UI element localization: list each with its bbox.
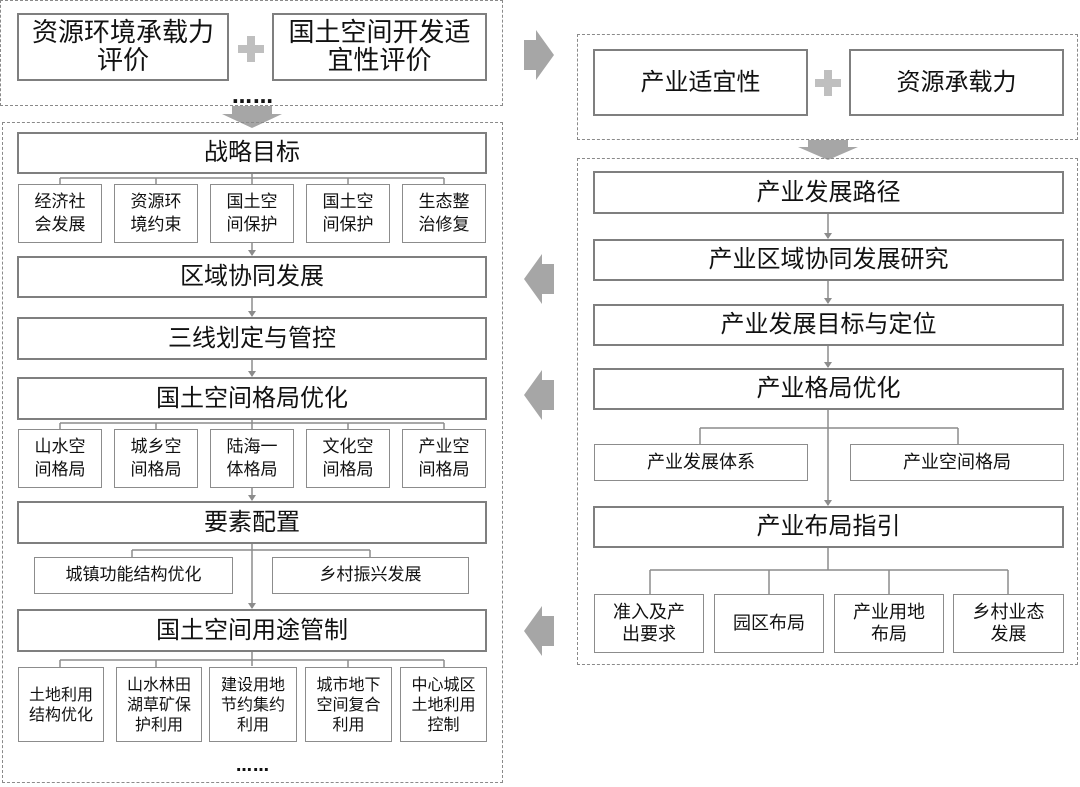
industry-path-box: 产业发展路径 [593, 171, 1064, 214]
industry-layout-item: 准入及产 出要求 [594, 594, 704, 653]
element-item: 乡村振兴发展 [272, 557, 469, 594]
industry-evaluation-group [577, 34, 1078, 140]
industry-planning-panel [577, 158, 1078, 665]
industry-pattern-item: 产业空间格局 [850, 444, 1064, 481]
down-arrow-icon [222, 106, 282, 128]
pattern-item: 城乡空 间格局 [114, 429, 198, 488]
industry-pattern-box: 产业格局优化 [593, 368, 1064, 410]
industry-goal-box: 产业发展目标与定位 [593, 304, 1064, 346]
industry-regional-box: 产业区域协同发展研究 [593, 239, 1064, 281]
pattern-item: 产业空 间格局 [402, 429, 486, 488]
industry-layout-box: 产业布局指引 [593, 506, 1064, 548]
usage-item: 中心城区 土地利用 控制 [400, 667, 487, 742]
strategy-item: 经济社 会发展 [18, 184, 102, 243]
left-arrow-icon [524, 606, 554, 656]
usage-item: 山水林田 湖草矿保 护利用 [116, 667, 202, 742]
pattern-item: 文化空 间格局 [306, 429, 390, 488]
usage-item: 土地利用 结构优化 [18, 667, 104, 742]
industry-layout-item: 产业用地 布局 [834, 594, 944, 653]
strategy-goal-box: 战略目标 [17, 132, 487, 174]
development-suitability-evaluation-box: 国土空间开发适 宜性评价 [272, 13, 487, 81]
resource-capacity-box: 资源承载力 [849, 49, 1064, 116]
usage-item: 城市地下 空间复合 利用 [305, 667, 392, 742]
right-arrow-icon [524, 30, 554, 80]
strategy-item: 国土空 间保护 [306, 184, 390, 243]
use-control-box: 国土空间用途管制 [17, 609, 487, 652]
strategy-item: 资源环 境约束 [114, 184, 198, 243]
down-arrow-icon [798, 140, 858, 160]
resource-capacity-evaluation-box: 资源环境承载力 评价 [17, 13, 229, 81]
industry-layout-item: 乡村业态 发展 [953, 594, 1064, 653]
spatial-pattern-box: 国土空间格局优化 [17, 377, 487, 420]
element-item: 城镇功能结构优化 [34, 557, 233, 594]
pattern-item: 山水空 间格局 [18, 429, 102, 488]
industry-suitability-box: 产业适宜性 [593, 49, 808, 116]
left-arrow-icon [524, 254, 554, 304]
three-lines-box: 三线划定与管控 [17, 317, 487, 360]
spatial-planning-panel [2, 122, 503, 783]
element-allocation-box: 要素配置 [17, 501, 487, 544]
usage-item: 建设用地 节约集约 利用 [209, 667, 297, 742]
regional-coordination-box: 区域协同发展 [17, 256, 487, 298]
ellipsis-top: …… [232, 84, 274, 108]
industry-layout-item: 园区布局 [714, 594, 824, 653]
ellipsis-bottom: …… [236, 756, 270, 775]
strategy-item: 国土空 间保护 [210, 184, 294, 243]
plus-icon [238, 36, 264, 62]
strategy-item: 生态整 治修复 [402, 184, 486, 243]
plus-icon [815, 70, 841, 96]
evaluation-group [0, 0, 503, 106]
pattern-item: 陆海一 体格局 [210, 429, 294, 488]
industry-pattern-item: 产业发展体系 [594, 444, 808, 481]
left-arrow-icon [524, 370, 554, 420]
